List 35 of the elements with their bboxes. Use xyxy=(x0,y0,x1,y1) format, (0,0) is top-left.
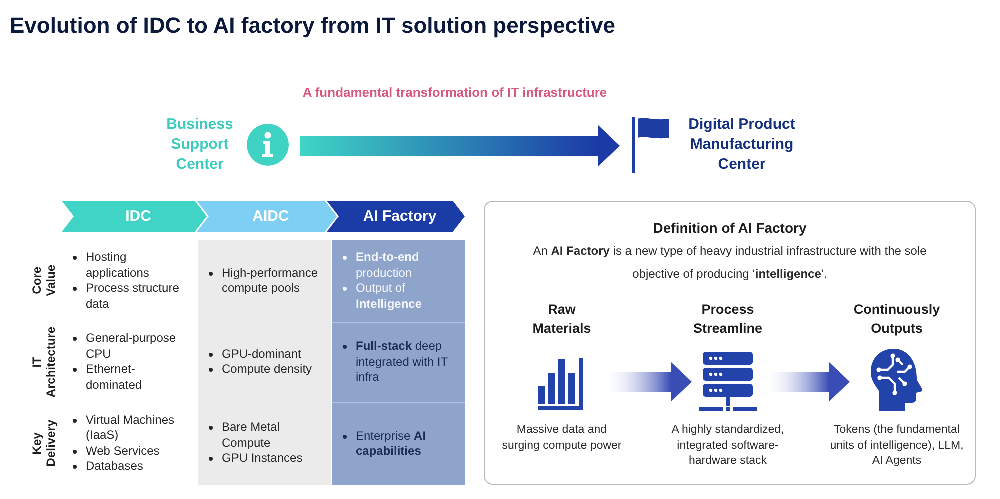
chevron-step: AI Factory xyxy=(327,201,465,232)
panel-heading: Definition of AI Factory xyxy=(653,219,807,238)
chevron-step: IDC xyxy=(62,201,207,232)
bullet-text: Ethernet-dominated xyxy=(70,362,190,393)
step-caption: Massive data and surging compute power xyxy=(501,423,623,454)
bullet-text: Hosting applications xyxy=(70,250,190,281)
row-header: Core Value xyxy=(30,265,58,297)
bullet-text: Compute density xyxy=(206,362,312,378)
step-heading: Process Streamline xyxy=(692,301,764,338)
bullet-text: Full-stack deep integrated with IT infra xyxy=(340,339,459,386)
bullet-text: GPU Instances xyxy=(206,451,303,467)
definition-panel xyxy=(484,201,976,485)
bullet-text: General-purpose CPU xyxy=(70,331,190,362)
stage-label: Digital Product Manufacturing Center xyxy=(688,115,796,175)
diagram-title: Evolution of IDC to AI factory from IT solution perspective xyxy=(10,12,616,40)
bullet-text: High-performance compute pools xyxy=(206,266,325,296)
bullet-text: Enterprise AI capabilities xyxy=(340,428,459,460)
bullet-text: GPU-dominant xyxy=(206,346,302,362)
step-caption: A highly standardized, integrated software-hardware stack xyxy=(670,423,786,469)
step-caption: Tokens (the fundamental units of intelligence), LLM, AI Agents xyxy=(830,423,964,469)
panel-description: An AI Factory is a new type of heavy industrial infrastructure with the sole objective of producing ‘intelligence’. xyxy=(532,243,928,283)
bullet-text: Bare Metal Compute xyxy=(206,420,325,452)
row-header: Key Delivery xyxy=(30,420,58,467)
flow-arrow xyxy=(300,125,620,167)
row-header: IT Architecture xyxy=(30,326,58,398)
bullet-text: Virtual Machines (IaaS) xyxy=(70,412,190,444)
step-heading: Continuously Outputs xyxy=(852,301,942,338)
bullet-text: Process structure data xyxy=(70,281,190,312)
step-heading: Raw Materials xyxy=(532,301,592,338)
bullet-text: Databases xyxy=(70,459,144,474)
bullet-text: End-to-end production xyxy=(340,250,459,281)
bullet-text: Output of Intelligence xyxy=(340,281,459,312)
chevron-step: AIDC xyxy=(197,201,337,232)
bullet-text: Web Services xyxy=(70,444,160,459)
stage-label: Business Support Center xyxy=(166,115,234,175)
